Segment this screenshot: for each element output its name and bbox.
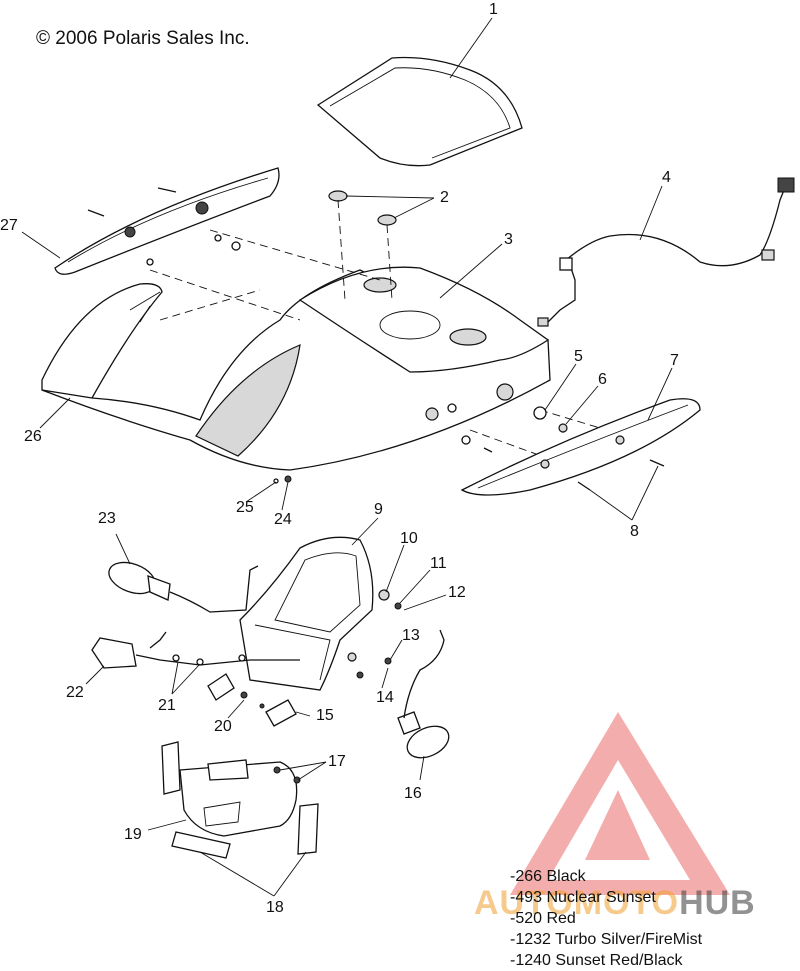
part-20-21-screws — [172, 654, 246, 666]
copyright-text: © 2006 Polaris Sales Inc. — [36, 28, 250, 49]
part-label-18: 18 — [266, 899, 284, 916]
part-label-24: 24 — [274, 511, 292, 528]
part-wire-harness — [537, 177, 795, 327]
part-label-5: 5 — [574, 348, 583, 365]
legend-item: -1232 Turbo Silver/FireMist — [510, 931, 703, 948]
color-legend: -266 Black -493 Nuclear Sunset -520 Red … — [510, 866, 702, 971]
part-label-7: 7 — [670, 352, 679, 369]
part-label-23: 23 — [98, 510, 116, 527]
part-label-16: 16 — [404, 785, 422, 802]
part-label-9: 9 — [374, 501, 383, 518]
part-main-body — [41, 266, 551, 471]
watermark-logo — [510, 712, 730, 895]
part-label-2: 2 — [440, 189, 449, 206]
legend-item: -266 Black — [510, 868, 586, 885]
part-right-side-panel — [460, 398, 701, 496]
part-17-nuts — [273, 766, 301, 784]
part-right-turn-signal — [397, 629, 450, 759]
part-label-13: 13 — [402, 627, 420, 644]
legend-item: -493 Nuclear Sunset — [510, 889, 656, 906]
part-front-cowl — [41, 283, 163, 399]
part-label-22: 22 — [66, 684, 84, 701]
watermark-text: AUTOMOTOHUB — [474, 884, 756, 922]
part-label-6: 6 — [598, 371, 607, 388]
part-reflectors — [161, 741, 319, 859]
part-label-12: 12 — [448, 584, 466, 601]
part-label-3: 3 — [504, 231, 513, 248]
part-label-21: 21 — [158, 697, 176, 714]
part-seat-pad — [316, 56, 523, 167]
legend-item: -520 Red — [510, 910, 576, 927]
part-label-19: 19 — [124, 826, 142, 843]
legend-item: -1240 Sunset Red/Black — [510, 952, 683, 969]
part-label-17: 17 — [328, 753, 346, 770]
part-label-10: 10 — [400, 530, 418, 547]
part-label-20: 20 — [214, 718, 232, 735]
part-label-11: 11 — [430, 555, 447, 572]
part-tail-bracket — [239, 536, 374, 691]
part-label-15: 15 — [316, 707, 334, 724]
part-label-1: 1 — [489, 1, 498, 18]
part-label-26: 26 — [24, 428, 42, 445]
part-nuts-washers — [347, 589, 402, 679]
part-license-bracket — [179, 759, 298, 837]
part-left-side-panel — [54, 167, 280, 275]
part-label-8: 8 — [630, 523, 639, 540]
leader-lines — [21, 17, 673, 897]
part-label-4: 4 — [662, 169, 671, 186]
part-grommet — [461, 406, 568, 453]
part-plate — [207, 673, 297, 727]
part-small-fasteners — [273, 475, 292, 484]
part-label-14: 14 — [376, 689, 394, 706]
part-label-27: 27 — [0, 217, 18, 234]
part-left-turn-signal — [108, 561, 259, 613]
part-label-25: 25 — [236, 499, 254, 516]
